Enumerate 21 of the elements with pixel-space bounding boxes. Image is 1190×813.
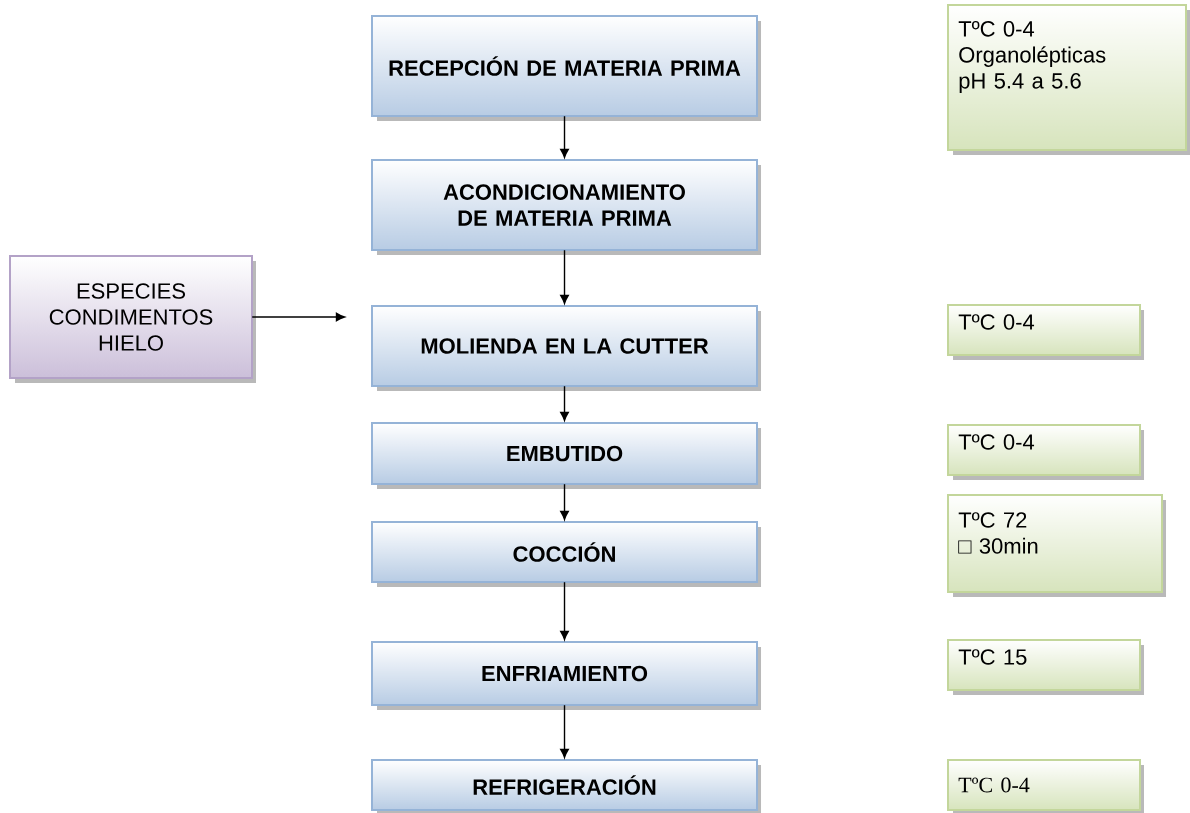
parameter-box: TºC 0-4	[947, 424, 1144, 480]
process-box: ENFRIAMIENTO	[371, 641, 761, 710]
arrow	[251, 312, 346, 322]
arrow	[560, 249, 569, 305]
arrow	[560, 385, 569, 422]
parameter-box: TºC 0-4	[947, 304, 1144, 360]
arrow	[560, 704, 569, 759]
process-box: EMBUTIDO	[371, 422, 761, 489]
process-box: MOLIENDA EN LA CUTTER	[371, 305, 761, 391]
process-box: RECEPCIÓN DE MATERIA PRIMA	[371, 15, 761, 121]
parameter-box: TºC 0-4 Organolépticas pH 5.4 a 5.6	[947, 4, 1190, 155]
process-box: REFRIGERACIÓN	[371, 759, 761, 813]
parameter-box: TºC 72 □ 30min	[947, 494, 1166, 597]
process-box: COCCIÓN	[371, 521, 761, 587]
process-box: ACONDICIONAMIENTO DE MATERIA PRIMA	[371, 159, 761, 255]
arrow	[560, 581, 569, 641]
parameter-box: TºC 0-4	[947, 759, 1144, 813]
arrow	[560, 483, 569, 521]
arrow	[560, 115, 569, 159]
parameter-box: TºC 15	[947, 639, 1144, 695]
input-box: ESPECIES CONDIMENTOS HIELO	[9, 255, 256, 383]
